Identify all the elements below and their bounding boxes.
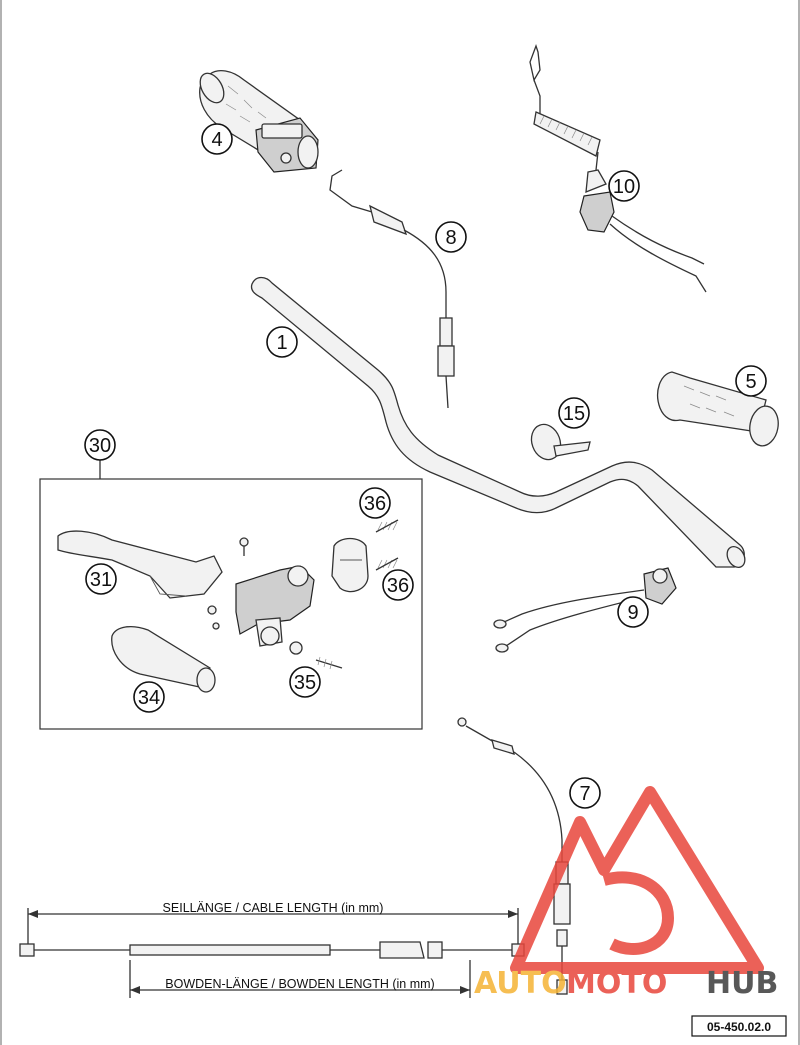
callout-35: 35 xyxy=(289,666,321,698)
watermark-hub-text: HUB xyxy=(706,966,778,1001)
throttle-cable-part xyxy=(329,169,455,409)
callout-label: 34 xyxy=(138,687,160,709)
callout-label: 8 xyxy=(445,227,456,249)
callout-label: 4 xyxy=(211,129,222,151)
callout-label: 9 xyxy=(627,602,638,624)
handlebar-part xyxy=(250,276,746,568)
watermark-moto-text: MOTO xyxy=(566,966,667,1001)
callout-label: 36 xyxy=(364,493,386,515)
cable-tie-part xyxy=(530,423,591,461)
callout-30: 30 xyxy=(84,429,116,461)
callout-4: 4 xyxy=(201,123,233,155)
callout-36-lower: 36 xyxy=(382,569,414,601)
drawing-code: 05-450.02.0 xyxy=(707,1020,771,1034)
callout-label: 30 xyxy=(89,435,111,457)
callout-label: 5 xyxy=(745,371,756,393)
watermark-logo: AUTO MOTO HUB xyxy=(474,786,778,1001)
bowden-length-label: BOWDEN-LÄNGE / BOWDEN LENGTH (in mm) xyxy=(165,977,434,991)
cable-length-schematic: SEILLÄNGE / CABLE LENGTH (in mm) BOWDEN-… xyxy=(19,901,525,998)
callout-label: 15 xyxy=(563,403,585,425)
callout-10: 10 xyxy=(608,170,640,202)
clutch-assembly-box xyxy=(39,459,423,730)
kill-switch-part xyxy=(529,44,707,293)
left-grip-part xyxy=(657,371,779,447)
cable-length-label: SEILLÄNGE / CABLE LENGTH (in mm) xyxy=(163,901,384,915)
callout-8: 8 xyxy=(435,221,467,253)
callout-label: 1 xyxy=(276,332,287,354)
light-switch-part xyxy=(493,567,677,653)
callout-15: 15 xyxy=(558,397,590,429)
clutch-cable-part xyxy=(457,717,571,995)
callout-label: 35 xyxy=(294,672,316,694)
callout-36-upper: 36 xyxy=(359,487,391,519)
callout-31: 31 xyxy=(85,563,117,595)
callout-7: 7 xyxy=(569,777,601,809)
callout-label: 7 xyxy=(579,783,590,805)
callout-label: 31 xyxy=(90,569,112,591)
throttle-grip-part xyxy=(199,69,319,173)
drawing-code-badge: 05-450.02.0 xyxy=(691,1015,787,1037)
callout-9: 9 xyxy=(617,596,649,628)
callout-label: 36 xyxy=(387,575,409,597)
watermark-logo-mark-icon xyxy=(510,786,764,974)
watermark-auto-text: AUTO xyxy=(474,966,567,1001)
callout-1: 1 xyxy=(266,326,298,358)
callout-5: 5 xyxy=(735,365,767,397)
callout-label: 10 xyxy=(613,176,635,198)
callout-34: 34 xyxy=(133,681,165,713)
